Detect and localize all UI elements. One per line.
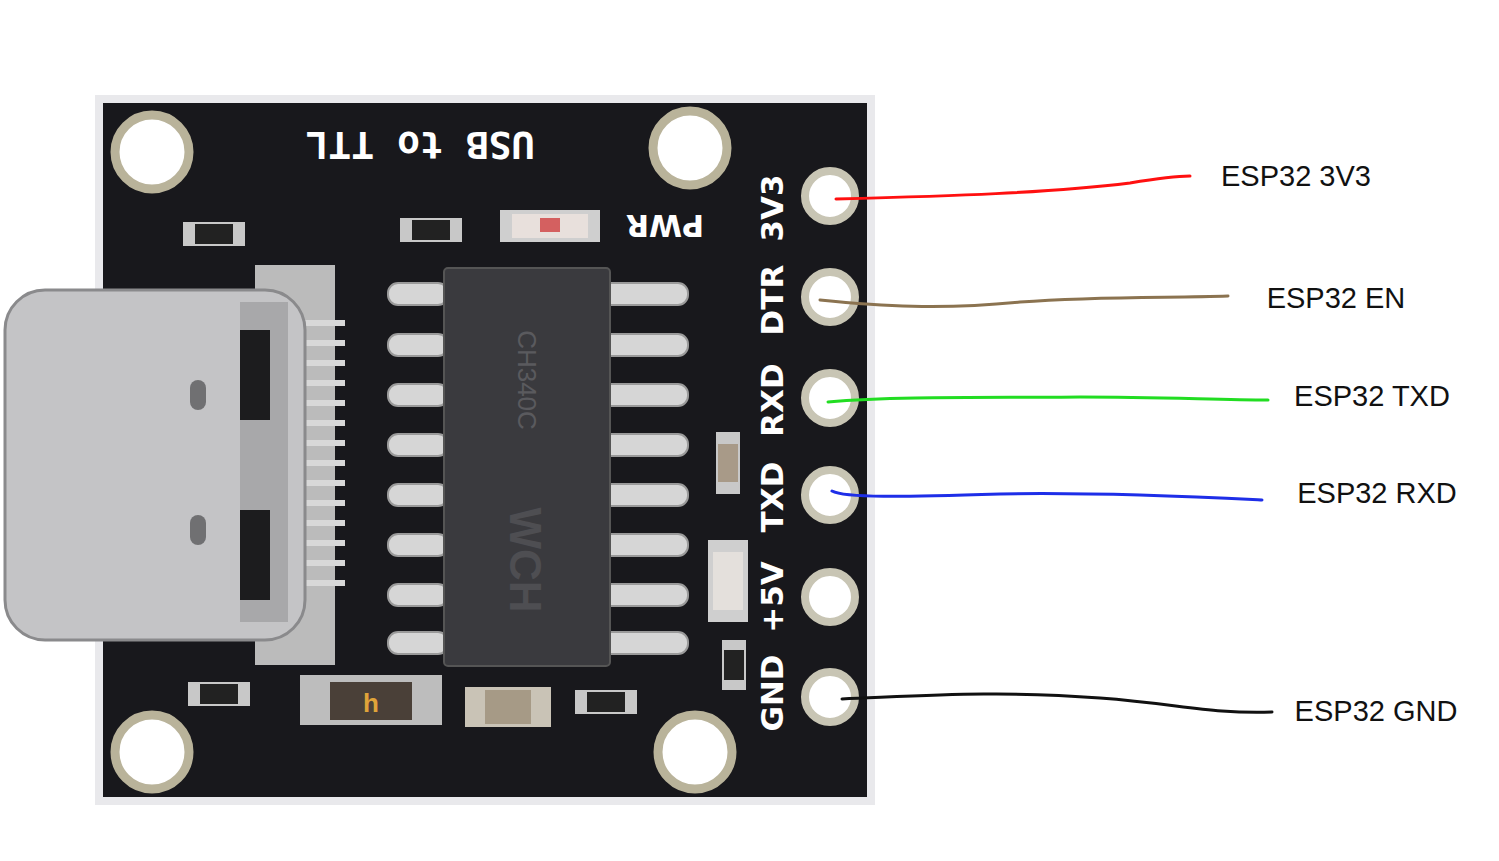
chip-logo: WCH [503,507,547,612]
connection-label: ESP32 TXD [1294,382,1450,411]
smd-parts [183,210,748,727]
pin-name: +5V [757,561,788,633]
header-pads [805,171,855,722]
pin-name: DTR [757,265,788,336]
pin-name: GND [757,654,788,731]
silkscreen-title: USB to TTL [306,126,535,164]
usb-c-connector [5,265,345,665]
pin-name: TXD [757,462,788,533]
pin-name: 3V3 [757,174,788,241]
chip-marking: CH340C [514,330,540,430]
silkscreen-label: PWR [626,210,704,240]
connection-label: ESP32 GND [1295,697,1458,726]
inductor-marking: h [363,690,379,716]
connection-label: ESP32 3V3 [1221,162,1371,191]
wires [820,176,1272,712]
pin-name: RXD [757,363,788,437]
connection-label: ESP32 RXD [1297,479,1457,508]
ch340-chip [444,268,610,666]
connection-label: ESP32 EN [1267,284,1406,313]
